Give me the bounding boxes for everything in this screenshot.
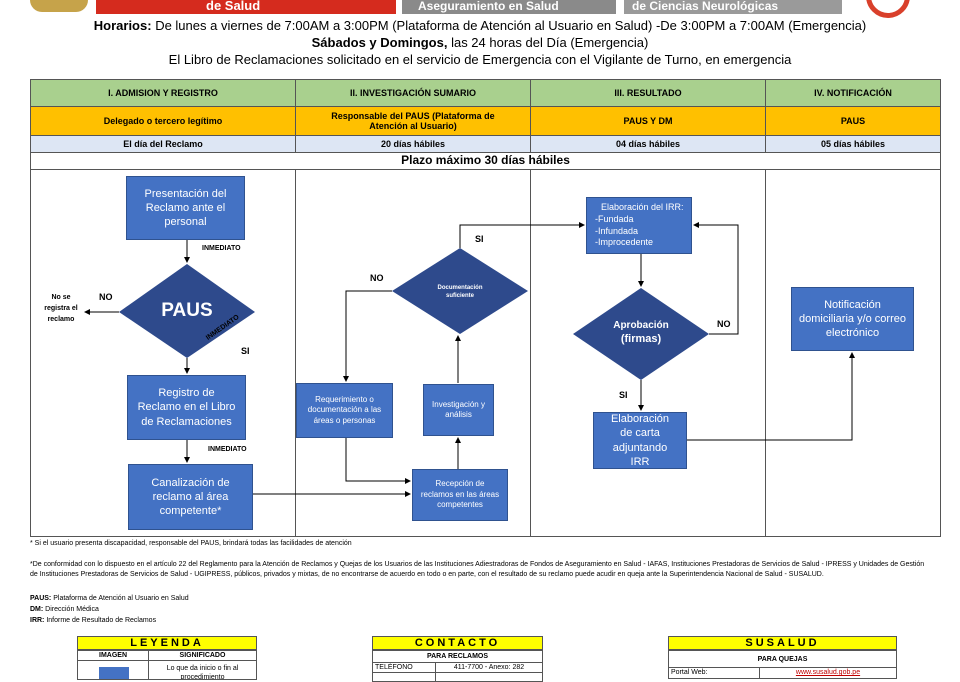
aprobacion-diamond-label: Aprobación (firmas) xyxy=(591,320,691,345)
lane-divider-1 xyxy=(295,169,296,537)
header-emergency: El Libro de Reclamaciones solicitado en … xyxy=(168,52,792,67)
flow-area xyxy=(30,169,941,537)
phase-3-title: III. RESULTADO xyxy=(530,79,766,107)
logo-left-text: de Salud xyxy=(206,0,261,13)
abbr-dm-def: Dirección Médica xyxy=(45,606,99,613)
paus-diamond-label: PAUS xyxy=(161,300,213,321)
phase-4-responsible: PAUS xyxy=(765,106,941,136)
recepcion-box: Recepción de reclamos en las áreas compe… xyxy=(412,469,508,521)
aprobacion-label-1: Aprobación xyxy=(613,320,669,331)
label-no-aprobacion: NO xyxy=(717,319,731,329)
abbr-paus-def: Plataforma de Atención al Usuario en Sal… xyxy=(53,595,189,602)
logo-shield xyxy=(30,0,88,12)
label-no-registra: No se registra el reclamo xyxy=(44,294,78,323)
irr-option-fundada: -Fundada xyxy=(595,213,634,224)
susalud-web-label: Portal Web: xyxy=(668,667,760,679)
label-inmediato-1: INMEDIATO xyxy=(202,245,241,252)
legend-row1-image xyxy=(77,660,149,680)
header-weekend-text: las 24 horas del Día (Emergencia) xyxy=(451,35,649,50)
documentacion-diamond xyxy=(392,248,528,334)
header-schedule-bold: Horarios: xyxy=(93,18,152,33)
phase-3-responsible: PAUS Y DM xyxy=(530,106,766,136)
irr-box: Elaboración del IRR: -Fundada -Infundada… xyxy=(586,197,692,254)
lane-divider-2 xyxy=(530,169,531,537)
canalizacion-box: Canalización de reclamo al área competen… xyxy=(128,464,253,530)
abbr-irr-key: IRR: xyxy=(30,617,45,624)
presentacion-box: Presentación del Reclamo ante el persona… xyxy=(126,176,245,240)
logo-right-text: de Ciencias Neurológicas xyxy=(632,0,779,13)
irr-option-infundada: -Infundada xyxy=(595,225,639,236)
header-schedule: Horarios: De lunes a viernes de 7:00AM a… xyxy=(0,18,960,33)
notificacion-box: Notificación domiciliaria y/o correo ele… xyxy=(791,287,914,351)
abbr-paus-key: PAUS: xyxy=(30,595,52,602)
label-si-paus: SI xyxy=(241,346,250,356)
susalud-web-link[interactable]: www.susalud.gob.pe xyxy=(759,667,897,679)
aprobacion-diamond xyxy=(573,288,709,380)
carta-box: Elaboración de carta adjuntando IRR xyxy=(593,412,687,469)
lane-divider-3 xyxy=(765,169,766,537)
susalud-title: SUSALUD xyxy=(668,636,897,650)
irr-option-improcedente: -Improcedente xyxy=(595,237,654,248)
abbr-dm: DM: Dirección Médica xyxy=(30,605,99,615)
label-inmediato-3: INMEDIATO xyxy=(208,446,247,453)
aprobacion-label-2: (firmas) xyxy=(620,333,662,345)
registro-box: Registro de Reclamo en el Libro de Recla… xyxy=(127,375,246,440)
investigacion-box: Investigación y análisis xyxy=(423,384,494,436)
irr-title: Elaboración del IRR: xyxy=(601,202,684,213)
logo-right: de Ciencias Neurológicas xyxy=(624,0,842,14)
logo-left: de Salud xyxy=(96,0,396,14)
note-discapacidad: * Si el usuario presenta discapacidad, r… xyxy=(30,540,352,547)
note-reglamento: *De conformidad con lo dispuesto en el a… xyxy=(30,561,925,578)
header-schedule-text: De lunes a viernes de 7:00AM a 3:00PM (P… xyxy=(155,18,867,33)
legend-row1-meaning: Lo que da inicio o fin al procedimiento xyxy=(148,660,257,680)
contact-row2-right xyxy=(435,672,543,682)
abbr-irr-def: Informe de Resultado de Reclamos xyxy=(46,617,157,624)
label-si-documentacion: SI xyxy=(475,234,484,244)
susalud-subtitle: PARA QUEJAS xyxy=(668,650,897,668)
contact-row2-left xyxy=(372,672,436,682)
phase-2-responsible: Responsable del PAUS (Plataforma de Aten… xyxy=(295,106,531,136)
header-weekend-bold: Sábados y Domingos, xyxy=(311,35,448,50)
abbr-dm-key: DM: xyxy=(30,606,44,613)
paus-diamond xyxy=(119,264,255,358)
abbr-irr: IRR: Informe de Resultado de Reclamos xyxy=(30,616,156,626)
abbr-paus: PAUS: Plataforma de Atención al Usuario … xyxy=(30,594,189,604)
logo-mid: Aseguramiento en Salud xyxy=(402,0,616,14)
logo-mid-text: Aseguramiento en Salud xyxy=(418,0,559,13)
header-weekend: Sábados y Domingos, las 24 horas del Día… xyxy=(0,35,960,50)
label-no-paus: NO xyxy=(99,292,113,302)
label-no-documentacion: NO xyxy=(370,273,384,283)
requerimiento-box: Requerimiento o documentación a las área… xyxy=(296,383,393,438)
legend-terminator-shape xyxy=(99,667,129,679)
contact-title: CONTACTO xyxy=(372,636,543,650)
documentacion-diamond-label: Documentación suficiente xyxy=(437,285,483,299)
legend-title: LEYENDA xyxy=(77,636,257,650)
label-si-aprobacion: SI xyxy=(619,390,628,400)
